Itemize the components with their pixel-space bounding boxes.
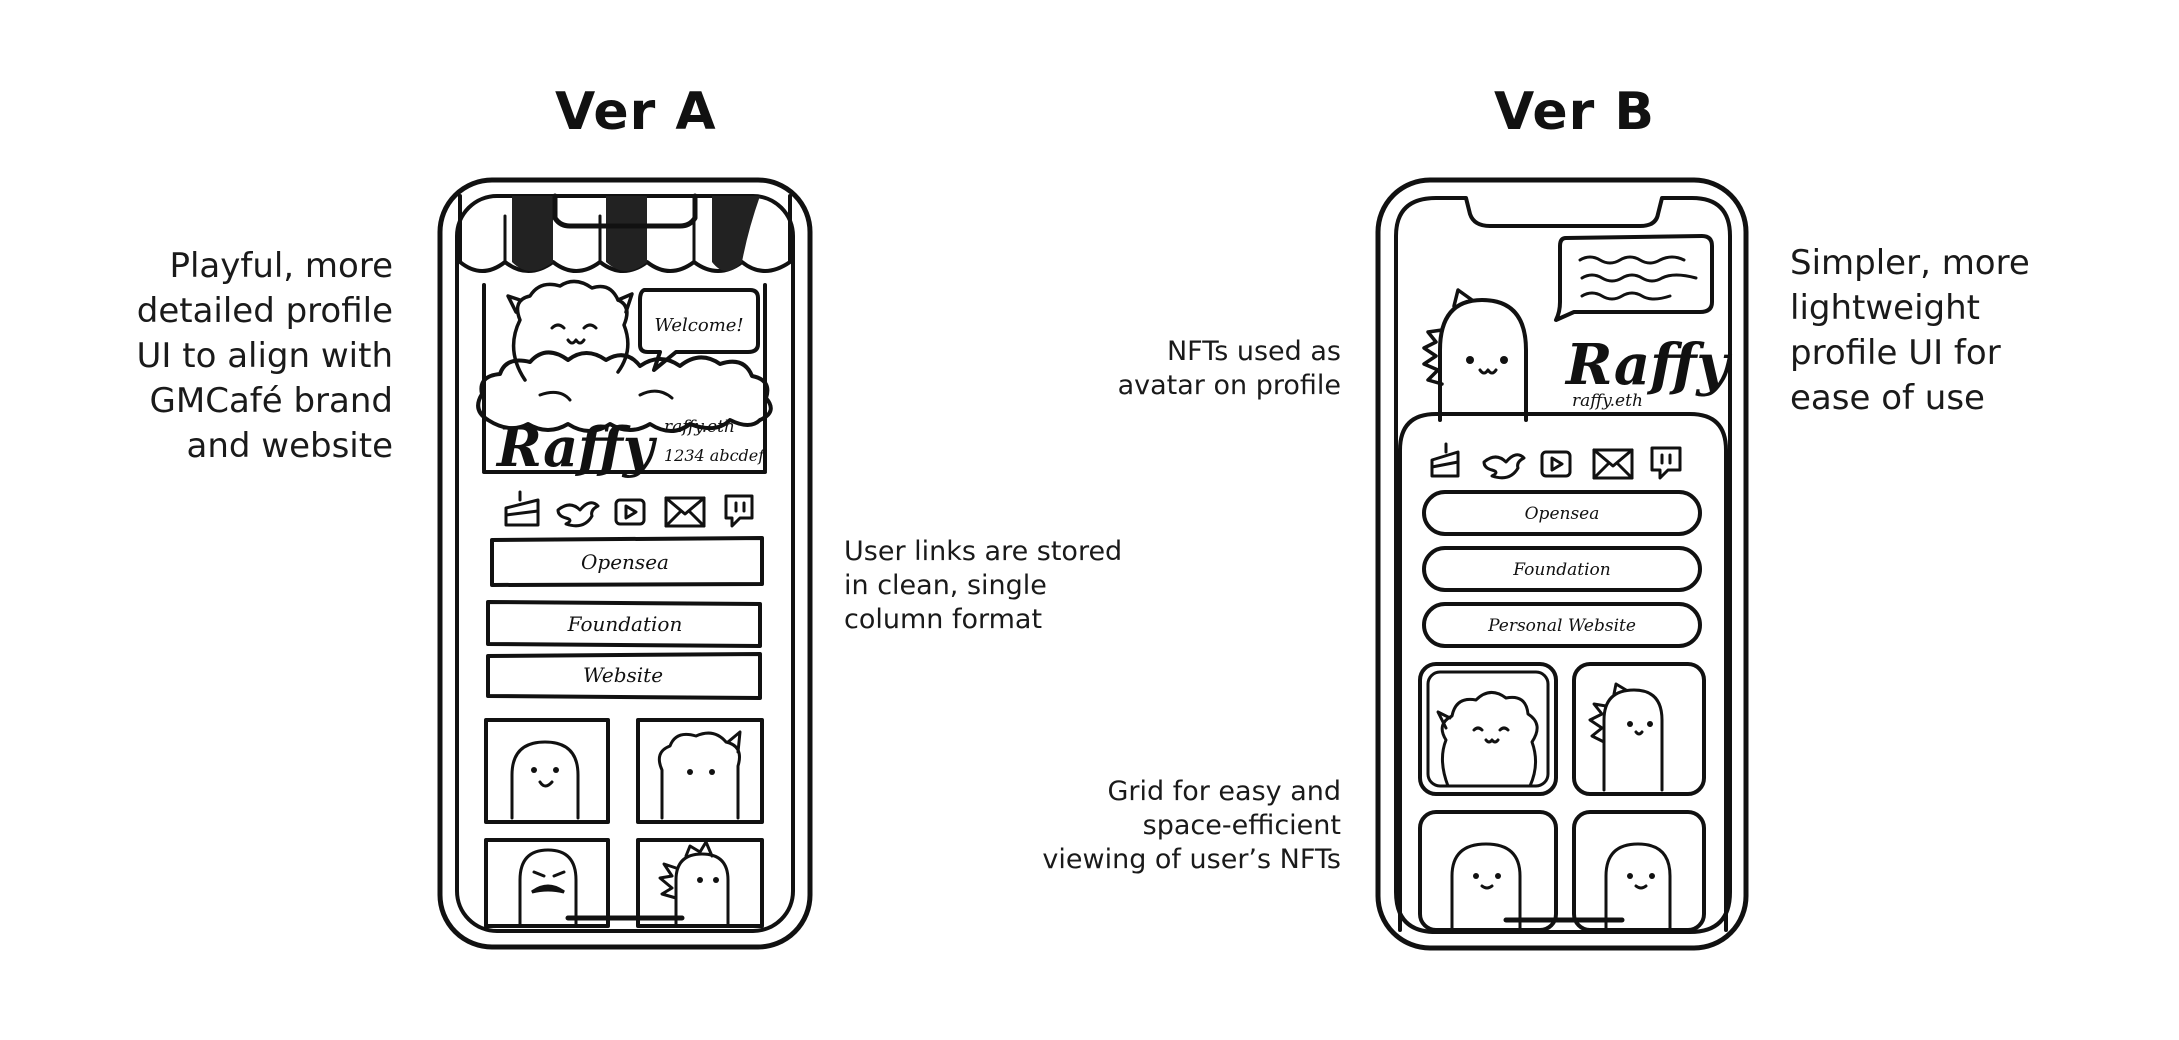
nft-card-a1[interactable] (484, 718, 610, 824)
chat-icon (1650, 446, 1682, 480)
awning-icon (458, 193, 792, 273)
social-icons-b (1430, 442, 1682, 480)
profile-name-a: Raffy (495, 415, 658, 479)
link-button-website-a[interactable]: Website (486, 652, 762, 700)
profile-ens-a: raffy.eth (664, 417, 735, 437)
svg-text:Foundation: Foundation (567, 612, 683, 636)
svg-text:Opensea: Opensea (1525, 504, 1600, 524)
welcome-text: Welcome! (654, 315, 743, 336)
ver-a-description: Playful, more detailed profile UI to ali… (136, 246, 393, 466)
grid-annotation: Grid for easy and space-efficient viewin… (1042, 776, 1341, 875)
phone-inner-screen-b (1394, 196, 1732, 934)
avatar-annotation: NFTs used as avatar on profile (1117, 336, 1341, 401)
cake-icon (504, 490, 540, 527)
nft-card-a2[interactable] (636, 718, 764, 824)
link-button-opensea-a[interactable]: Opensea (490, 536, 764, 587)
nft-card-a4[interactable] (636, 838, 764, 928)
speech-bubble-b (1554, 234, 1714, 322)
phone-ver-a: Welcome! Raffy raffy.eth 1234 abcdef (437, 177, 813, 950)
profile-ens-b: raffy.eth (1572, 391, 1643, 411)
avatar-character-icon (506, 279, 634, 382)
cake-icon (1430, 442, 1460, 478)
nft-card-b2[interactable] (1572, 662, 1706, 796)
links-annotation: User links are stored in clean, single c… (844, 536, 1123, 635)
video-icon (1540, 450, 1572, 478)
phone-outer-frame-b (1375, 177, 1749, 951)
link-button-personal-website-b[interactable]: Personal Website (1422, 602, 1702, 648)
bird-icon (556, 501, 600, 528)
social-icons-a (504, 490, 754, 528)
mail-icon (1592, 448, 1634, 480)
ver-b-title: Ver B (1494, 82, 1656, 142)
profile-address-a: 1234 abcdef (664, 446, 767, 465)
svg-text:Website: Website (583, 663, 663, 687)
nft-card-a3[interactable] (484, 838, 610, 928)
phone-outer-frame (437, 177, 813, 950)
nft-card-b3[interactable] (1418, 810, 1558, 932)
link-button-foundation-a[interactable]: Foundation (486, 600, 762, 648)
profile-card-b (1398, 412, 1728, 932)
phone-ver-b: Raffy raffy.eth (1375, 177, 1749, 951)
svg-text:Foundation: Foundation (1512, 560, 1610, 580)
nft-card-b1[interactable] (1418, 662, 1558, 796)
svg-text:Opensea: Opensea (581, 550, 669, 574)
dino-avatar-icon (1422, 288, 1528, 422)
link-button-foundation-b[interactable]: Foundation (1422, 546, 1702, 592)
mail-icon (664, 496, 706, 528)
cloud-row (476, 350, 773, 433)
link-button-opensea-b[interactable]: Opensea (1422, 490, 1702, 536)
ver-b-description: Simpler, more lightweight profile UI for… (1790, 243, 2030, 418)
profile-name-b: Raffy (1564, 332, 1732, 398)
bird-icon (1482, 453, 1526, 480)
chat-icon (724, 494, 754, 528)
svg-text:Personal Website: Personal Website (1487, 616, 1636, 636)
nft-card-b4[interactable] (1572, 810, 1706, 932)
video-icon (614, 498, 646, 526)
ver-a-title: Ver A (555, 82, 717, 142)
